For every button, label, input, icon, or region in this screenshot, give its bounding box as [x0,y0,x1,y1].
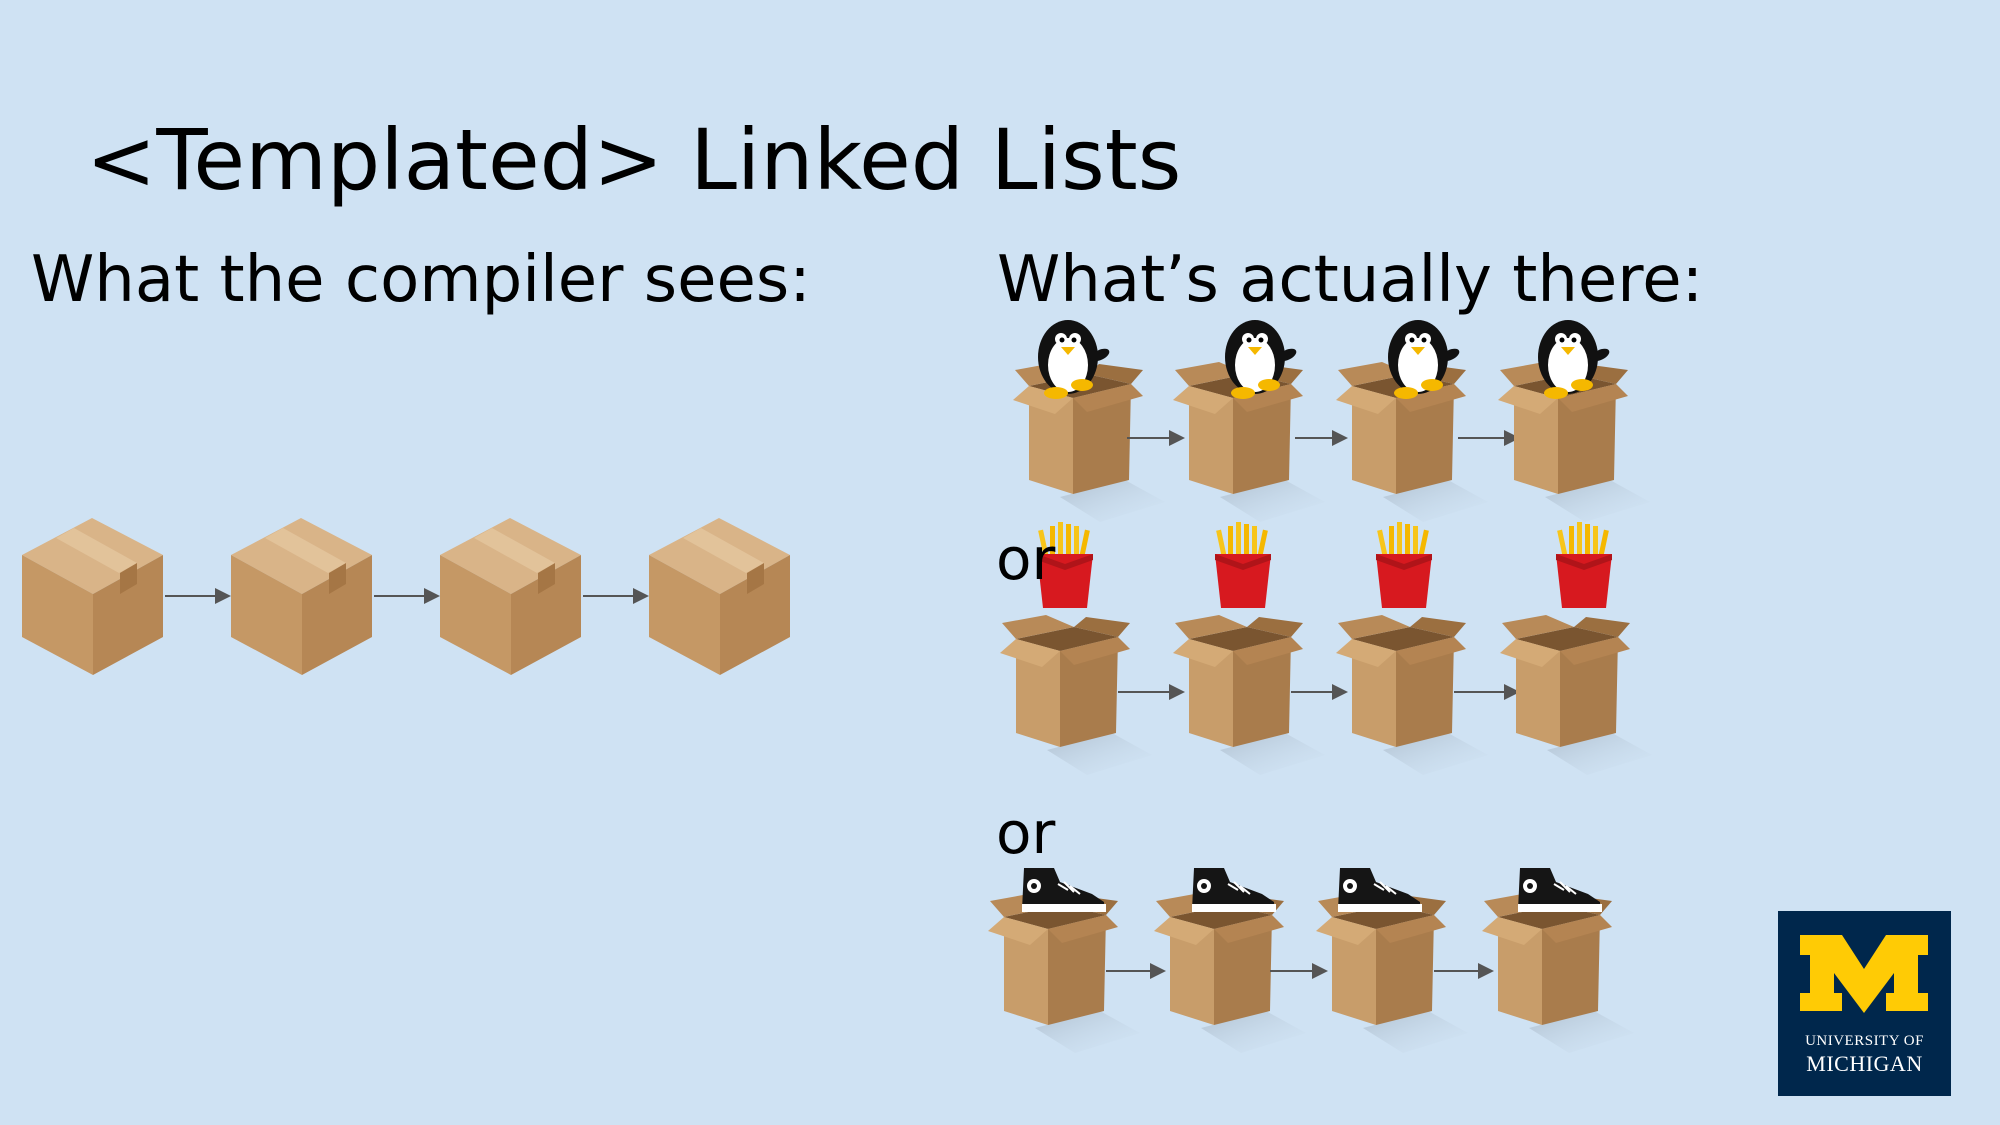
block-m-icon [1800,935,1928,1013]
sneaker-icon [1192,868,1276,912]
closed-box-node [649,518,790,675]
sneaker-icon [1022,868,1106,912]
fries-icon [1215,522,1271,608]
university-logo: UNIVERSITY OF MICHIGAN [1778,911,1951,1096]
penguin-icon [1538,320,1610,399]
actual-heading: What’s actually there: [997,243,1704,317]
compiler-list [22,518,790,675]
closed-box-node [440,518,581,675]
or-label-second: or [996,799,1056,867]
fries-icon [1556,522,1612,608]
penguin-list [1013,320,1650,522]
open-box-node [1000,615,1152,775]
fries-icon [1376,522,1432,608]
logo-line-1: UNIVERSITY OF [1805,1033,1924,1049]
penguin-icon [1225,320,1297,399]
closed-box-node [231,518,372,675]
open-box-node [1482,893,1634,1053]
open-box-node [1173,615,1325,775]
fries-list [1000,522,1652,775]
open-box-node [988,893,1140,1053]
open-box-node [1336,615,1488,775]
compiler-heading: What the compiler sees: [31,243,811,317]
open-box-node [1154,893,1306,1053]
closed-box-node [22,518,163,675]
penguin-icon [1388,320,1460,399]
open-box-node [1336,362,1488,522]
open-box-node [1500,615,1652,775]
penguin-icon [1038,320,1110,399]
logo-line-2: MICHIGAN [1806,1051,1923,1076]
open-box-node [1316,893,1468,1053]
sneaker-icon [1338,868,1422,912]
open-box-node [1013,362,1165,522]
slide-title: <Templated> Linked Lists [86,111,1182,209]
or-label-first: or [996,525,1056,593]
fries-icon [1037,522,1093,608]
sneaker-list [988,868,1634,1053]
sneaker-icon [1518,868,1602,912]
